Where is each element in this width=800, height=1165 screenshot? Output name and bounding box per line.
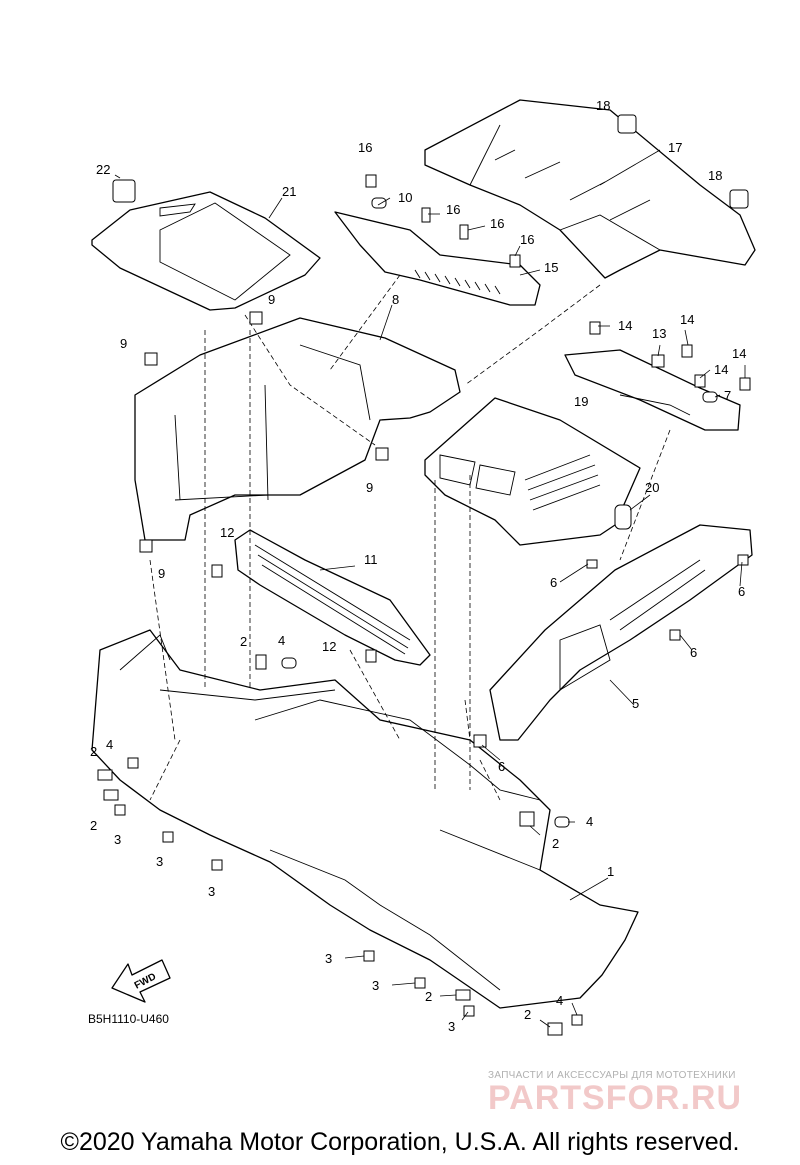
callout-4d: 4 <box>556 993 563 1008</box>
callout-3f: 3 <box>448 1019 455 1034</box>
part-5-right-side-panel <box>489 524 753 741</box>
callout-6b: 6 <box>738 584 745 599</box>
callout-11: 11 <box>364 552 378 567</box>
callout-19: 19 <box>574 394 588 409</box>
callout-22: 22 <box>96 162 110 177</box>
assembly-lines <box>149 274 671 801</box>
part-19-front-cover <box>424 397 641 546</box>
callout-2b: 2 <box>90 744 97 759</box>
callout-8: 8 <box>392 292 399 307</box>
callout-7: 7 <box>724 388 731 403</box>
callout-3e: 3 <box>372 978 379 993</box>
callout-16d: 16 <box>520 232 534 247</box>
part-8-inner-panel <box>134 317 461 541</box>
callout-3d: 3 <box>325 951 332 966</box>
part-21-rear-top-panel <box>91 191 321 311</box>
callout-9d: 9 <box>158 566 165 581</box>
callout-3b: 3 <box>156 854 163 869</box>
copyright-notice: ©2020 Yamaha Motor Corporation, U.S.A. A… <box>60 1128 740 1156</box>
callout-16c: 16 <box>490 216 504 231</box>
watermark: ЗАПЧАСТИ И АКСЕССУАРЫ ДЛЯ МОТОТЕХНИКИ PA… <box>488 1070 788 1118</box>
callout-9c: 9 <box>366 480 373 495</box>
part-1-front-lower-panel <box>91 629 639 1009</box>
callout-2e: 2 <box>425 989 432 1004</box>
callout-2d: 2 <box>552 836 559 851</box>
watermark-subtitle: ЗАПЧАСТИ И АКСЕССУАРЫ ДЛЯ МОТОТЕХНИКИ <box>488 1070 736 1081</box>
callout-2c: 2 <box>90 818 97 833</box>
callout-16b: 16 <box>446 202 460 217</box>
callout-12a: 12 <box>220 525 234 540</box>
diagram-code: B5H1110-U460 <box>88 1012 169 1026</box>
callout-10: 10 <box>398 190 412 205</box>
part-15-bracket <box>334 211 541 306</box>
callout-5: 5 <box>632 696 639 711</box>
callout-14b: 14 <box>680 312 694 327</box>
callout-15: 15 <box>544 260 558 275</box>
callout-20: 20 <box>645 480 659 495</box>
callout-6a: 6 <box>550 575 557 590</box>
callout-17: 17 <box>668 140 682 155</box>
callout-labels: 18 17 18 22 21 16 10 16 16 16 15 9 8 9 1… <box>90 98 746 1034</box>
part-13-bracket <box>564 349 741 431</box>
callout-18a: 18 <box>596 98 610 113</box>
callout-2f: 2 <box>524 1007 531 1022</box>
callout-14c: 14 <box>732 346 746 361</box>
callout-3a: 3 <box>114 832 121 847</box>
watermark-logo: PARTSFOR.RU <box>488 1079 743 1117</box>
callout-14d: 14 <box>714 362 728 377</box>
hardware-fasteners <box>97 114 751 1036</box>
callout-6c: 6 <box>690 645 697 660</box>
leader-lines <box>114 149 746 1028</box>
callout-13: 13 <box>652 326 666 341</box>
callout-21: 21 <box>282 184 296 199</box>
fwd-arrow-icon <box>111 959 171 1003</box>
callout-4b: 4 <box>106 737 113 752</box>
callout-9a: 9 <box>268 292 275 307</box>
callout-6d: 6 <box>498 759 505 774</box>
callout-1: 1 <box>607 864 614 879</box>
callout-4a: 4 <box>278 633 285 648</box>
callout-9b: 9 <box>120 336 127 351</box>
callout-18b: 18 <box>708 168 722 183</box>
callout-16a: 16 <box>358 140 372 155</box>
callout-14a: 14 <box>618 318 632 333</box>
callout-2a: 2 <box>240 634 247 649</box>
callout-4c: 4 <box>586 814 593 829</box>
part-11-grille <box>234 529 431 666</box>
callout-12b: 12 <box>322 639 336 654</box>
callout-3c: 3 <box>208 884 215 899</box>
part-17-top-cover <box>424 99 756 279</box>
